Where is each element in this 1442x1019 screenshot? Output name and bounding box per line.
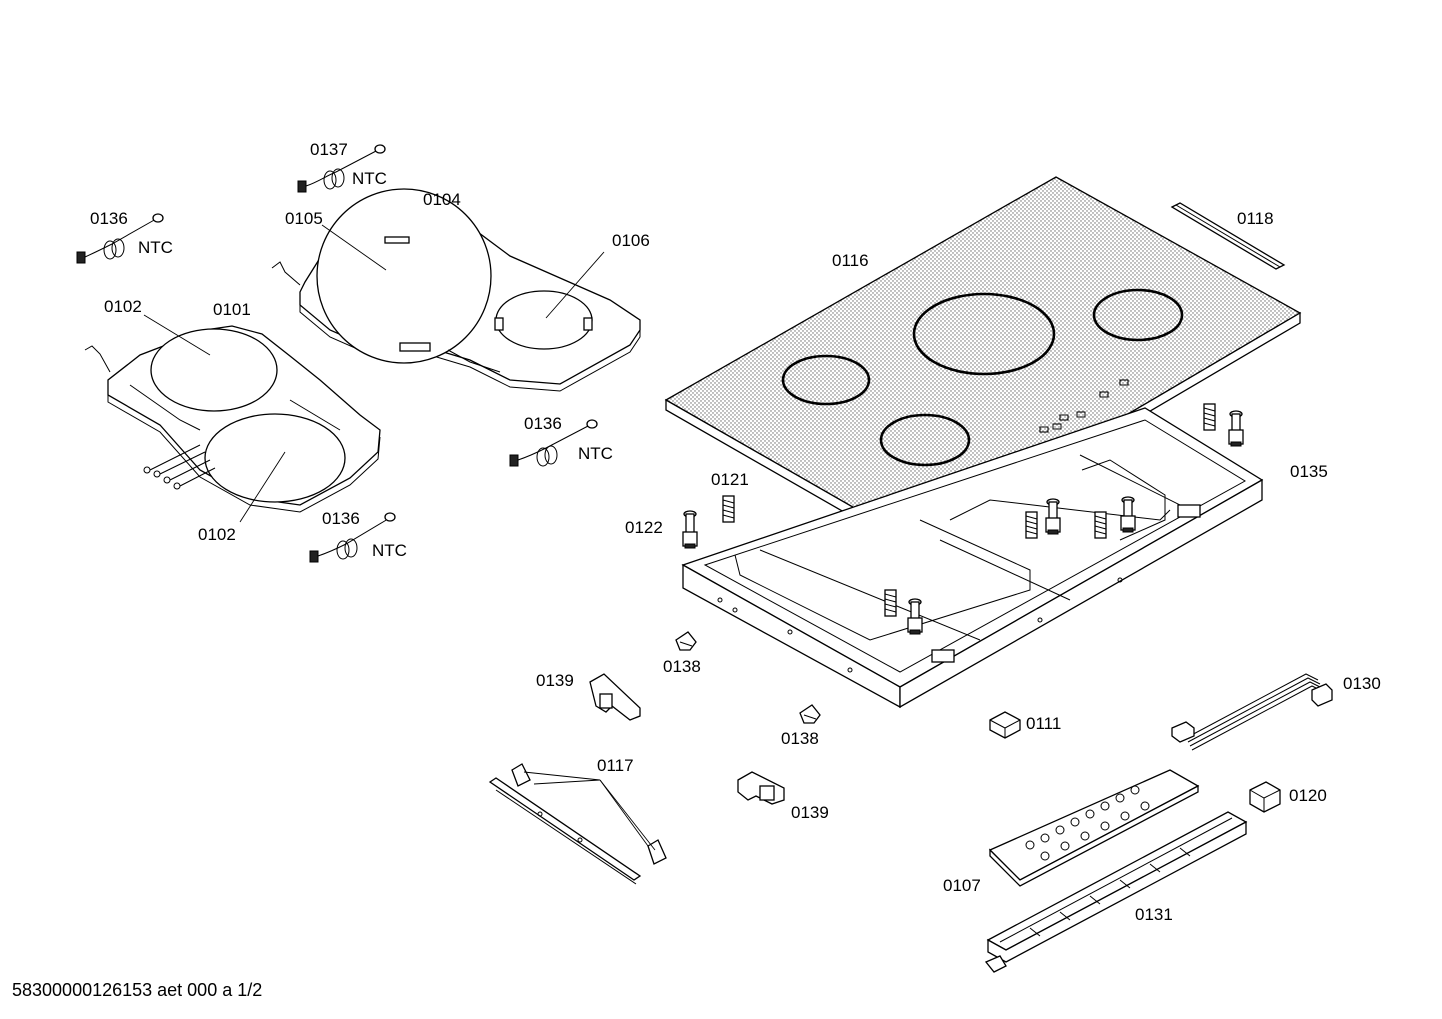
label-0135: 0135	[1290, 462, 1328, 481]
holder-middle	[1045, 498, 1061, 535]
mounting-rail-0117	[488, 763, 667, 885]
part-labels: 0137 NTC 0104 0136 NTC 0105 0106 0102 01…	[90, 140, 1381, 924]
bracket-0139-lower	[737, 771, 785, 805]
label-ntc-top: NTC	[138, 238, 173, 257]
clip-0138-upper	[675, 631, 697, 651]
label-0102-upper: 0102	[104, 297, 142, 316]
holder-back	[1228, 410, 1244, 447]
control-board-0107	[988, 769, 1200, 887]
leader-lines	[143, 224, 656, 851]
bracket-0139-upper	[589, 673, 641, 721]
label-0111: 0111	[1026, 714, 1061, 733]
heating-tray-0101	[84, 325, 381, 513]
label-0136-top: 0136	[90, 209, 128, 228]
spring-right	[1094, 511, 1107, 539]
clip-0138-lower	[799, 704, 821, 724]
cable-harness-0130	[1171, 673, 1333, 751]
label-0139-lower: 0139	[791, 803, 829, 822]
support-tray-0131	[984, 811, 1248, 973]
cap-0111	[989, 711, 1021, 739]
label-0121: 0121	[711, 470, 749, 489]
document-id: 58300000126153 aet 000 a 1/2	[12, 980, 263, 1000]
heating-tray-0104	[271, 188, 641, 392]
label-0136-middle: 0136	[524, 414, 562, 433]
label-0130: 0130	[1343, 674, 1381, 693]
ntc-sensor-0136-middle	[509, 419, 598, 467]
spring-front	[884, 589, 897, 617]
label-0139-upper: 0139	[536, 671, 574, 690]
label-0122: 0122	[625, 518, 663, 537]
housing-frame-0135	[681, 407, 1264, 709]
label-0105: 0105	[285, 209, 323, 228]
label-0118: 0118	[1237, 209, 1274, 228]
spring-back	[1203, 403, 1216, 431]
spring-0121	[722, 495, 735, 523]
ntc-sensor-0136-bottom	[309, 512, 396, 563]
label-0120: 0120	[1289, 786, 1327, 805]
ntc-sensor-0137	[297, 144, 386, 193]
label-0102-lower: 0102	[198, 525, 236, 544]
seal-strip-0118	[1170, 202, 1286, 270]
spring-middle	[1025, 511, 1038, 539]
label-0131: 0131	[1135, 905, 1173, 924]
holder-front	[907, 598, 923, 635]
ntc-sensor-0136-top	[76, 213, 164, 264]
label-0116: 0116	[832, 251, 869, 270]
label-0107: 0107	[943, 876, 981, 895]
holder-0122	[682, 510, 698, 549]
cap-0120	[1249, 781, 1281, 813]
label-0138-lower: 0138	[781, 729, 819, 748]
label-ntc-0137: NTC	[352, 169, 387, 188]
holder-right	[1120, 496, 1136, 533]
label-0138-upper: 0138	[663, 657, 701, 676]
label-0101: 0101	[213, 300, 251, 319]
label-ntc-middle: NTC	[578, 444, 613, 463]
springs-and-holders	[682, 403, 1244, 635]
label-0106: 0106	[612, 231, 650, 250]
label-0137: 0137	[310, 140, 348, 159]
touch-control-symbols	[1039, 379, 1129, 433]
label-0117: 0117	[597, 756, 634, 775]
label-0136-bottom: 0136	[322, 509, 360, 528]
label-ntc-bottom: NTC	[372, 541, 407, 560]
label-0104: 0104	[423, 190, 461, 209]
